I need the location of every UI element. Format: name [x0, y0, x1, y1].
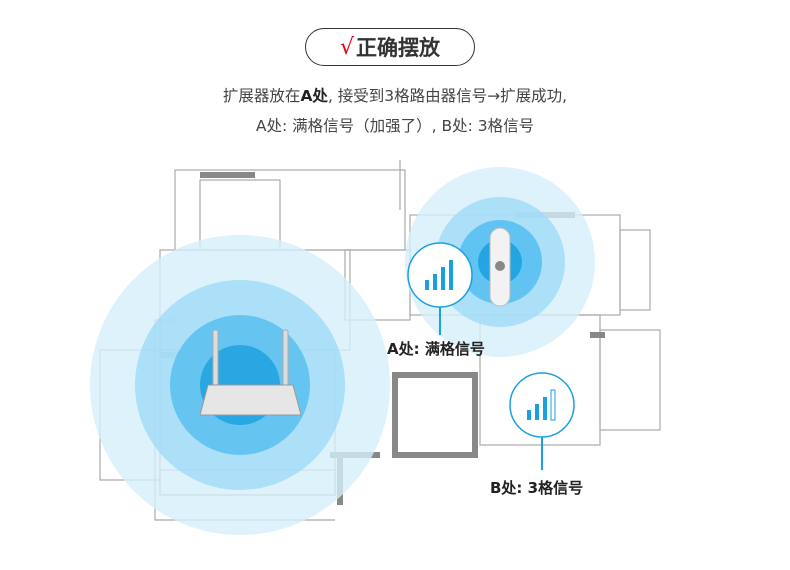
point-b-label: B处: 3格信号: [490, 479, 584, 497]
description-line-2: A处: 满格信号（加强了）, B处: 3格信号: [255, 117, 535, 135]
signal-badge-a: [407, 242, 473, 335]
description-line-1: 扩展器放在A处, 接受到3格路由器信号→扩展成功,: [0, 84, 790, 106]
check-icon: √: [339, 34, 355, 60]
correct-placement-title: √ 正确摆放: [305, 28, 475, 66]
router-icon: [199, 329, 302, 416]
title-text: 正确摆放: [356, 36, 441, 60]
point-a-label: A处: 满格信号: [387, 340, 485, 358]
line1-prefix: 扩展器放在: [222, 87, 301, 105]
extender-icon: [489, 227, 511, 307]
signal-badge-b: [509, 372, 575, 470]
line1-suffix: , 接受到3格路由器信号→扩展成功,: [327, 87, 568, 105]
line1-bold: A处: [300, 87, 328, 105]
